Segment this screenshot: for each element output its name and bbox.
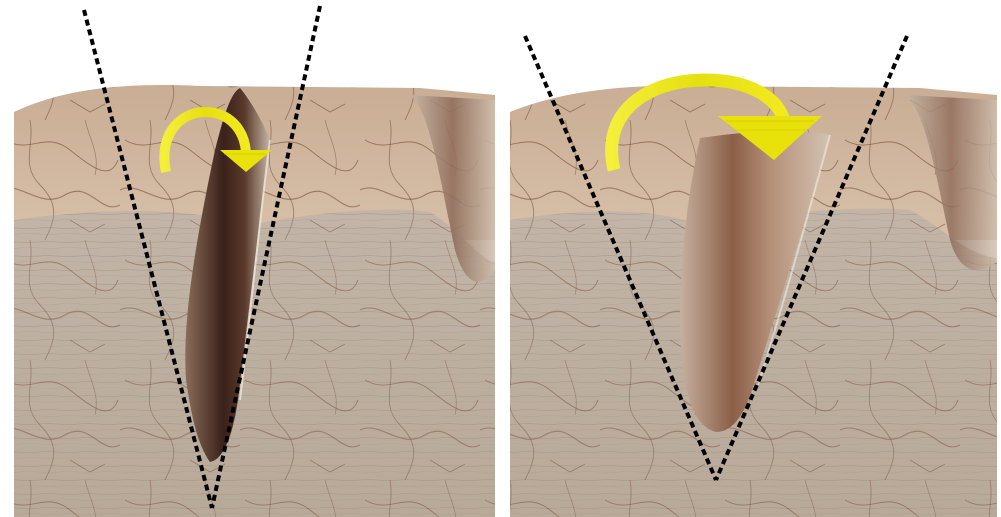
narrow-groove-panel [14, 6, 495, 517]
wide-groove-panel [510, 36, 997, 517]
